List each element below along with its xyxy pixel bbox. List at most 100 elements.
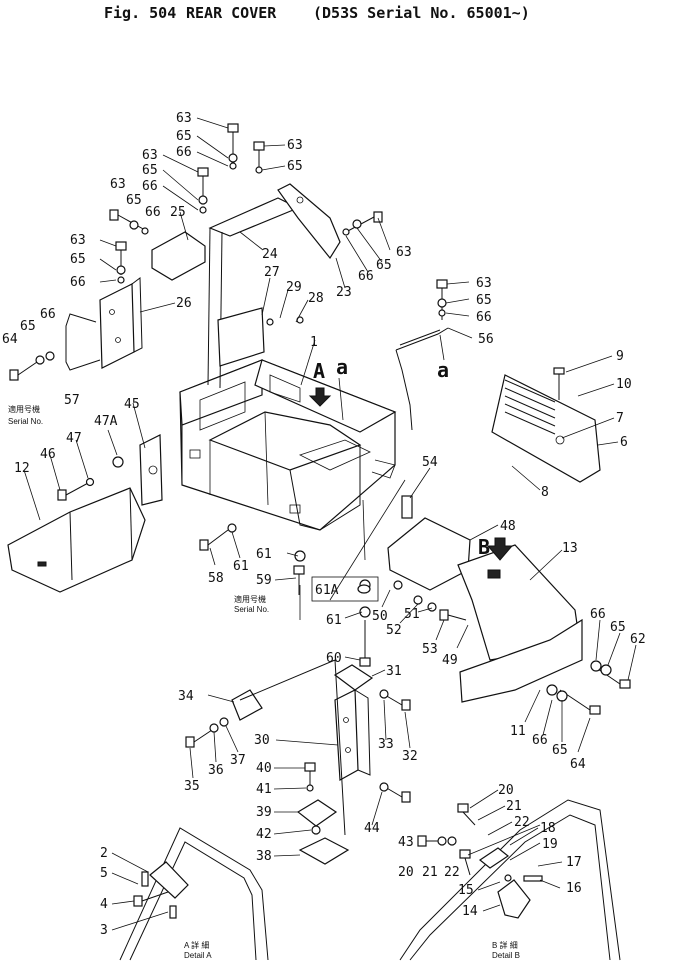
serial-applicability: (D53S Serial No. 65001~)	[313, 4, 530, 22]
detail-b-drawing	[399, 799, 621, 961]
callout-51: 51	[404, 607, 420, 622]
callout-65: 65	[376, 258, 392, 273]
callout-37: 37	[230, 753, 246, 768]
callout-61a: 61A	[315, 583, 339, 598]
callout-labels: 63 65 66 63 65 63 65 66 63 65 66 25 24 6…	[2, 111, 646, 938]
detail-a-label-en: Detail A	[184, 951, 212, 960]
callout-62: 62	[630, 632, 646, 647]
callout-38: 38	[256, 849, 272, 864]
callout-40: 40	[256, 761, 272, 776]
callout-43: 43	[398, 835, 414, 850]
fasteners-group	[9, 123, 631, 876]
callout-45: 45	[124, 397, 140, 412]
callout-7: 7	[616, 411, 624, 426]
callout-21: 21	[422, 865, 438, 880]
callout-66: 66	[532, 733, 548, 748]
callout-3: 3	[100, 923, 108, 938]
callout-21: 21	[506, 799, 522, 814]
callout-63: 63	[287, 138, 303, 153]
callout-66: 66	[40, 307, 56, 322]
callout-54: 54	[422, 455, 438, 470]
callout-65: 65	[126, 193, 142, 208]
callout-8: 8	[541, 485, 549, 500]
plate-part-39	[296, 799, 338, 827]
serial-note-b-en: Serial No.	[234, 605, 269, 614]
callout-5: 5	[100, 866, 108, 881]
callout-13: 13	[562, 541, 578, 556]
serial-box-61a	[311, 576, 379, 602]
callout-10: 10	[616, 377, 632, 392]
callout-30: 30	[254, 733, 270, 748]
callout-42: 42	[256, 827, 272, 842]
callout-9: 9	[616, 349, 624, 364]
callout-1: 1	[310, 335, 318, 350]
callout-view-b: B	[478, 535, 490, 559]
callout-63: 63	[476, 276, 492, 291]
figure-title: REAR COVER	[186, 4, 277, 22]
rod-part-56	[395, 327, 449, 351]
view-arrow-a	[308, 387, 332, 407]
callout-44: 44	[364, 821, 380, 836]
callout-50: 50	[372, 609, 388, 624]
side-plate-part-23	[277, 183, 341, 260]
callout-48: 48	[500, 519, 516, 534]
callout-36: 36	[208, 763, 224, 778]
callout-27: 27	[264, 265, 280, 280]
callout-11: 11	[510, 724, 526, 739]
callout-66: 66	[142, 179, 158, 194]
callout-2: 2	[100, 846, 108, 861]
serial-note-a-en: Serial No.	[8, 417, 43, 426]
callout-23: 23	[336, 285, 352, 300]
plate-part-38	[298, 837, 350, 865]
serial-note-b-jp: 適用号機	[234, 594, 266, 604]
callout-53: 53	[422, 642, 438, 657]
callout-65: 65	[610, 620, 626, 635]
support-part-30	[334, 689, 371, 781]
callout-66: 66	[176, 145, 192, 160]
callout-35: 35	[184, 779, 200, 794]
callout-57: 57	[64, 393, 80, 408]
figure-number: Fig. 504	[104, 4, 176, 22]
callout-20: 20	[498, 783, 514, 798]
callout-39: 39	[256, 805, 272, 820]
callout-64: 64	[570, 757, 586, 772]
callout-33: 33	[378, 737, 394, 752]
callout-47: 47	[66, 431, 82, 446]
serial-note-a-jp: 適用号機	[8, 404, 40, 414]
callout-65: 65	[142, 163, 158, 178]
top-cover-part-24	[207, 197, 300, 389]
callout-20: 20	[398, 865, 414, 880]
callout-view-a: A	[313, 359, 325, 383]
callout-22: 22	[514, 815, 530, 830]
callout-65: 65	[287, 159, 303, 174]
callout-14: 14	[462, 904, 478, 919]
callout-16: 16	[566, 881, 582, 896]
callout-65: 65	[476, 293, 492, 308]
callout-63: 63	[70, 233, 86, 248]
callout-63: 63	[142, 148, 158, 163]
callout-64: 64	[2, 332, 18, 347]
callout-61: 61	[256, 547, 272, 562]
callout-31: 31	[386, 664, 402, 679]
u-bolt-part-57	[65, 313, 101, 371]
plate-part-27	[217, 307, 265, 367]
callout-58: 58	[208, 571, 224, 586]
callout-15: 15	[458, 883, 474, 898]
leader-lines	[23, 117, 637, 931]
callout-29: 29	[286, 280, 302, 295]
callout-46: 46	[40, 447, 56, 462]
callout-66: 66	[145, 205, 161, 220]
bracket-part-45	[139, 434, 163, 506]
callout-a: a	[437, 358, 449, 382]
callout-59: 59	[256, 573, 272, 588]
left-cover-part-12	[7, 487, 146, 593]
cover-part-48	[387, 517, 471, 591]
detail-b-label-en: Detail B	[492, 951, 520, 960]
callout-49: 49	[442, 653, 458, 668]
callout-61: 61	[233, 559, 249, 574]
callout-63: 63	[176, 111, 192, 126]
right-cover-part-6	[491, 374, 601, 483]
callout-32: 32	[402, 749, 418, 764]
